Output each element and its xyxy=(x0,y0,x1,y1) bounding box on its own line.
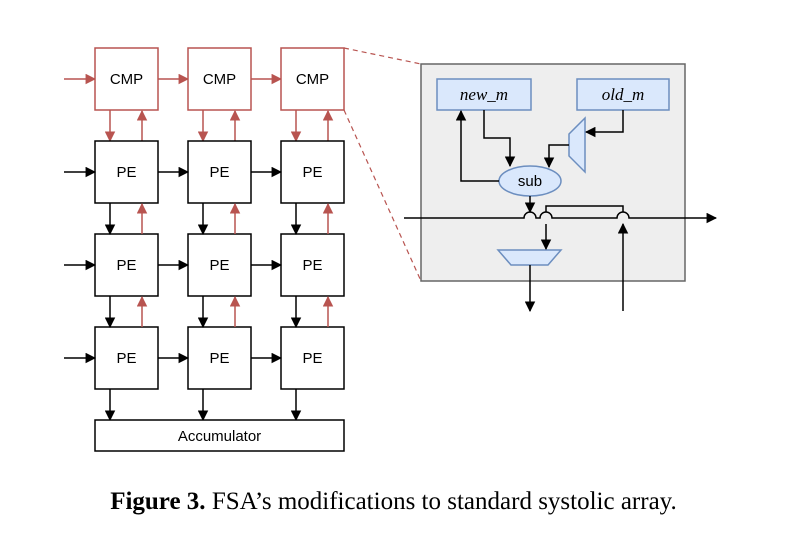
cmp-detail-panel: new_m old_m sub xyxy=(404,63,718,313)
pe-label: PE xyxy=(116,257,136,274)
old-m-register: old_m xyxy=(576,78,670,111)
pe-block: PE xyxy=(187,233,252,297)
detail-wires xyxy=(455,109,629,313)
figure-caption: Figure 3. FSA’s modifications to standar… xyxy=(0,488,787,516)
pe-label: PE xyxy=(302,164,322,181)
zoom-lines xyxy=(343,47,422,282)
detail-main-wire xyxy=(404,211,718,224)
figure-caption-text: FSA’s modifications to standard systolic… xyxy=(211,488,677,515)
pe-block: PE xyxy=(187,140,252,204)
pe-block: PE xyxy=(94,326,159,390)
cmp-label: CMP xyxy=(203,71,236,88)
pe-label: PE xyxy=(209,350,229,367)
pe-block: PE xyxy=(94,233,159,297)
pe-block: PE xyxy=(94,140,159,204)
pe-label: PE xyxy=(302,257,322,274)
cmp-label: CMP xyxy=(296,71,329,88)
old-m-label: old_m xyxy=(602,85,645,104)
mux-vertical xyxy=(568,116,586,174)
diagram: CMP CMP CMP PE PE PE PE PE PE PE PE PE xyxy=(64,47,718,452)
pe-label: PE xyxy=(116,350,136,367)
pe-grid: PE PE PE PE PE PE PE PE PE xyxy=(94,140,345,390)
mux-horizontal xyxy=(496,249,563,266)
pe-vertical-down-arrows xyxy=(104,203,302,422)
cmp-pe-arrows xyxy=(104,109,334,143)
pe-label: PE xyxy=(209,257,229,274)
figure-label: Figure 3. xyxy=(110,488,206,515)
pe-block: PE xyxy=(280,233,345,297)
accumulator-block: Accumulator xyxy=(94,419,345,452)
pe-vertical-up-arrows xyxy=(136,202,334,327)
cmp-block: CMP xyxy=(187,47,252,111)
sub-label: sub xyxy=(518,173,542,190)
cmp-block: CMP xyxy=(280,47,345,111)
pe-label: PE xyxy=(209,164,229,181)
new-m-register: new_m xyxy=(436,78,532,111)
pe-horizontal-arrows xyxy=(64,166,283,364)
pe-block: PE xyxy=(187,326,252,390)
pe-block: PE xyxy=(280,140,345,204)
cmp-label: CMP xyxy=(110,71,143,88)
accumulator-label: Accumulator xyxy=(178,428,261,445)
cmp-block: CMP xyxy=(94,47,159,111)
pe-label: PE xyxy=(302,350,322,367)
sub-unit: sub xyxy=(498,165,562,197)
pe-block: PE xyxy=(280,326,345,390)
pe-label: PE xyxy=(116,164,136,181)
new-m-label: new_m xyxy=(460,85,508,104)
